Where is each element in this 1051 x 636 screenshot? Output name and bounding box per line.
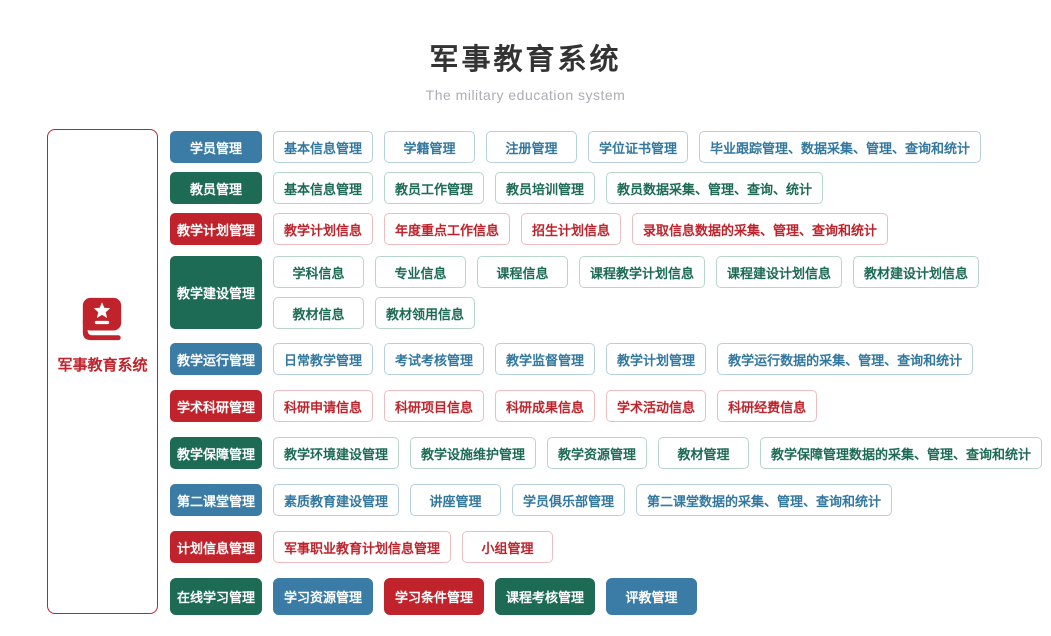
category-teaching-support-management[interactable]: 教学保障管理 — [170, 437, 262, 469]
sub-teaching-resource-management[interactable]: 教学资源管理 — [547, 437, 648, 469]
category-online-learning-management[interactable]: 在线学习管理 — [170, 578, 262, 615]
category-student-management[interactable]: 学员管理 — [170, 131, 262, 163]
teaching-construction-sublines: 学科信息 专业信息 课程信息 课程教学计划信息 课程建设计划信息 教材建设计划信… — [273, 256, 980, 329]
sub-graduation-tracking-data-stats[interactable]: 毕业跟踪管理、数据采集、管理、查询和统计 — [699, 131, 982, 163]
sub-environment-construction-management[interactable]: 教学环境建设管理 — [273, 437, 400, 469]
row-second-classroom-management: 第二课堂管理 素质教育建设管理 讲座管理 学员俱乐部管理 第二课堂数据的采集、管… — [170, 484, 1042, 516]
sub-faculty-training-management[interactable]: 教员培训管理 — [495, 172, 596, 204]
sub-student-club-management[interactable]: 学员俱乐部管理 — [512, 484, 626, 516]
sub-discipline-info[interactable]: 学科信息 — [273, 256, 364, 288]
sub-student-status-management[interactable]: 学籍管理 — [384, 131, 476, 163]
module-rows: 学员管理 基本信息管理 学籍管理 注册管理 学位证书管理 毕业跟踪管理、数据采集… — [170, 129, 1043, 615]
book-star-icon — [79, 296, 125, 347]
sub-teaching-evaluation-management[interactable]: 评教管理 — [606, 578, 698, 615]
category-teaching-operation-management[interactable]: 教学运行管理 — [170, 343, 262, 375]
sub-research-achievement-info[interactable]: 科研成果信息 — [495, 390, 596, 422]
row-academic-research-management: 学术科研管理 科研申请信息 科研项目信息 科研成果信息 学术活动信息 科研经费信… — [170, 390, 1042, 422]
sub-teaching-plan-info[interactable]: 教学计划信息 — [273, 213, 374, 245]
sub-academic-activity-info[interactable]: 学术活动信息 — [606, 390, 707, 422]
sub-research-funding-info[interactable]: 科研经费信息 — [717, 390, 818, 422]
main-area: 军事教育系统 学员管理 基本信息管理 学籍管理 注册管理 学位证书管理 毕业跟踪… — [0, 129, 1051, 615]
sub-operation-data-stats[interactable]: 教学运行数据的采集、管理、查询和统计 — [717, 343, 974, 375]
sub-annual-key-work-info[interactable]: 年度重点工作信息 — [384, 213, 511, 245]
row-teaching-operation-management: 教学运行管理 日常教学管理 考试考核管理 教学监督管理 教学计划管理 教学运行数… — [170, 343, 1042, 375]
system-root-content: 军事教育系统 — [57, 296, 148, 375]
sub-textbook-requisition-info[interactable]: 教材领用信息 — [375, 297, 476, 329]
sub-exam-assessment-management[interactable]: 考试考核管理 — [384, 343, 485, 375]
page-title: 军事教育系统 — [429, 44, 622, 76]
category-second-classroom-management[interactable]: 第二课堂管理 — [170, 484, 262, 516]
sub-textbook-management[interactable]: 教材管理 — [658, 437, 750, 469]
sub-support-data-stats[interactable]: 教学保障管理数据的采集、管理、查询和统计 — [760, 437, 1043, 469]
category-teaching-plan-management[interactable]: 教学计划管理 — [170, 213, 262, 245]
row-teaching-plan-management: 教学计划管理 教学计划信息 年度重点工作信息 招生计划信息 录取信息数据的采集、… — [170, 213, 1042, 245]
sub-major-info[interactable]: 专业信息 — [375, 256, 466, 288]
sub-teaching-supervision-management[interactable]: 教学监督管理 — [495, 343, 596, 375]
sub-learning-condition-management[interactable]: 学习条件管理 — [384, 578, 485, 615]
row-teaching-construction-management: 教学建设管理 学科信息 专业信息 课程信息 课程教学计划信息 课程建设计划信息 … — [170, 256, 1042, 329]
row-student-management: 学员管理 基本信息管理 学籍管理 注册管理 学位证书管理 毕业跟踪管理、数据采集… — [170, 131, 1042, 163]
sub-course-assessment-management[interactable]: 课程考核管理 — [495, 578, 596, 615]
sub-course-teaching-plan-info[interactable]: 课程教学计划信息 — [579, 256, 706, 288]
sub-faculty-data-stats[interactable]: 教员数据采集、管理、查询、统计 — [606, 172, 824, 204]
sub-daily-teaching-management[interactable]: 日常教学管理 — [273, 343, 374, 375]
sub-research-project-info[interactable]: 科研项目信息 — [384, 390, 485, 422]
sub-facility-maintenance-management[interactable]: 教学设施维护管理 — [410, 437, 537, 469]
category-faculty-management[interactable]: 教员管理 — [170, 172, 262, 204]
sub-registration-management[interactable]: 注册管理 — [486, 131, 578, 163]
row-teaching-support-management: 教学保障管理 教学环境建设管理 教学设施维护管理 教学资源管理 教材管理 教学保… — [170, 437, 1043, 469]
sub-textbook-info[interactable]: 教材信息 — [273, 297, 364, 329]
sub-group-management[interactable]: 小组管理 — [462, 531, 554, 563]
sub-lecture-management[interactable]: 讲座管理 — [410, 484, 502, 516]
sub-second-classroom-data-stats[interactable]: 第二课堂数据的采集、管理、查询和统计 — [636, 484, 893, 516]
subline-2: 教材信息 教材领用信息 — [273, 297, 979, 329]
sub-teaching-plan-management[interactable]: 教学计划管理 — [606, 343, 707, 375]
subline-1: 学科信息 专业信息 课程信息 课程教学计划信息 课程建设计划信息 教材建设计划信… — [273, 256, 980, 288]
sub-faculty-work-management[interactable]: 教员工作管理 — [384, 172, 485, 204]
sub-textbook-construction-plan-info[interactable]: 教材建设计划信息 — [853, 256, 980, 288]
page-subtitle: The military education system — [425, 87, 626, 103]
sub-research-application-info[interactable]: 科研申请信息 — [273, 390, 374, 422]
sub-basic-info-management[interactable]: 基本信息管理 — [273, 131, 374, 163]
category-teaching-construction-management[interactable]: 教学建设管理 — [170, 256, 262, 329]
row-plan-info-management: 计划信息管理 军事职业教育计划信息管理 小组管理 — [170, 531, 1042, 563]
sub-learning-resource-management[interactable]: 学习资源管理 — [273, 578, 374, 615]
sub-degree-certificate-management[interactable]: 学位证书管理 — [588, 131, 689, 163]
sub-course-construction-plan-info[interactable]: 课程建设计划信息 — [716, 256, 843, 288]
sub-faculty-basic-info-management[interactable]: 基本信息管理 — [273, 172, 374, 204]
category-academic-research-management[interactable]: 学术科研管理 — [170, 390, 262, 422]
sub-military-vocational-education-plan-info-management[interactable]: 军事职业教育计划信息管理 — [273, 531, 452, 563]
row-faculty-management: 教员管理 基本信息管理 教员工作管理 教员培训管理 教员数据采集、管理、查询、统… — [170, 172, 1042, 204]
row-online-learning-management: 在线学习管理 学习资源管理 学习条件管理 课程考核管理 评教管理 — [170, 578, 1042, 615]
category-plan-info-management[interactable]: 计划信息管理 — [170, 531, 262, 563]
sub-enrollment-plan-info[interactable]: 招生计划信息 — [521, 213, 622, 245]
sub-admission-data-stats[interactable]: 录取信息数据的采集、管理、查询和统计 — [632, 213, 889, 245]
system-root-panel: 军事教育系统 — [47, 129, 158, 614]
page-header: 军事教育系统 The military education system — [0, 0, 1051, 103]
system-root-label: 军事教育系统 — [57, 357, 148, 374]
sub-course-info[interactable]: 课程信息 — [477, 256, 568, 288]
sub-quality-education-construction-management[interactable]: 素质教育建设管理 — [273, 484, 400, 516]
